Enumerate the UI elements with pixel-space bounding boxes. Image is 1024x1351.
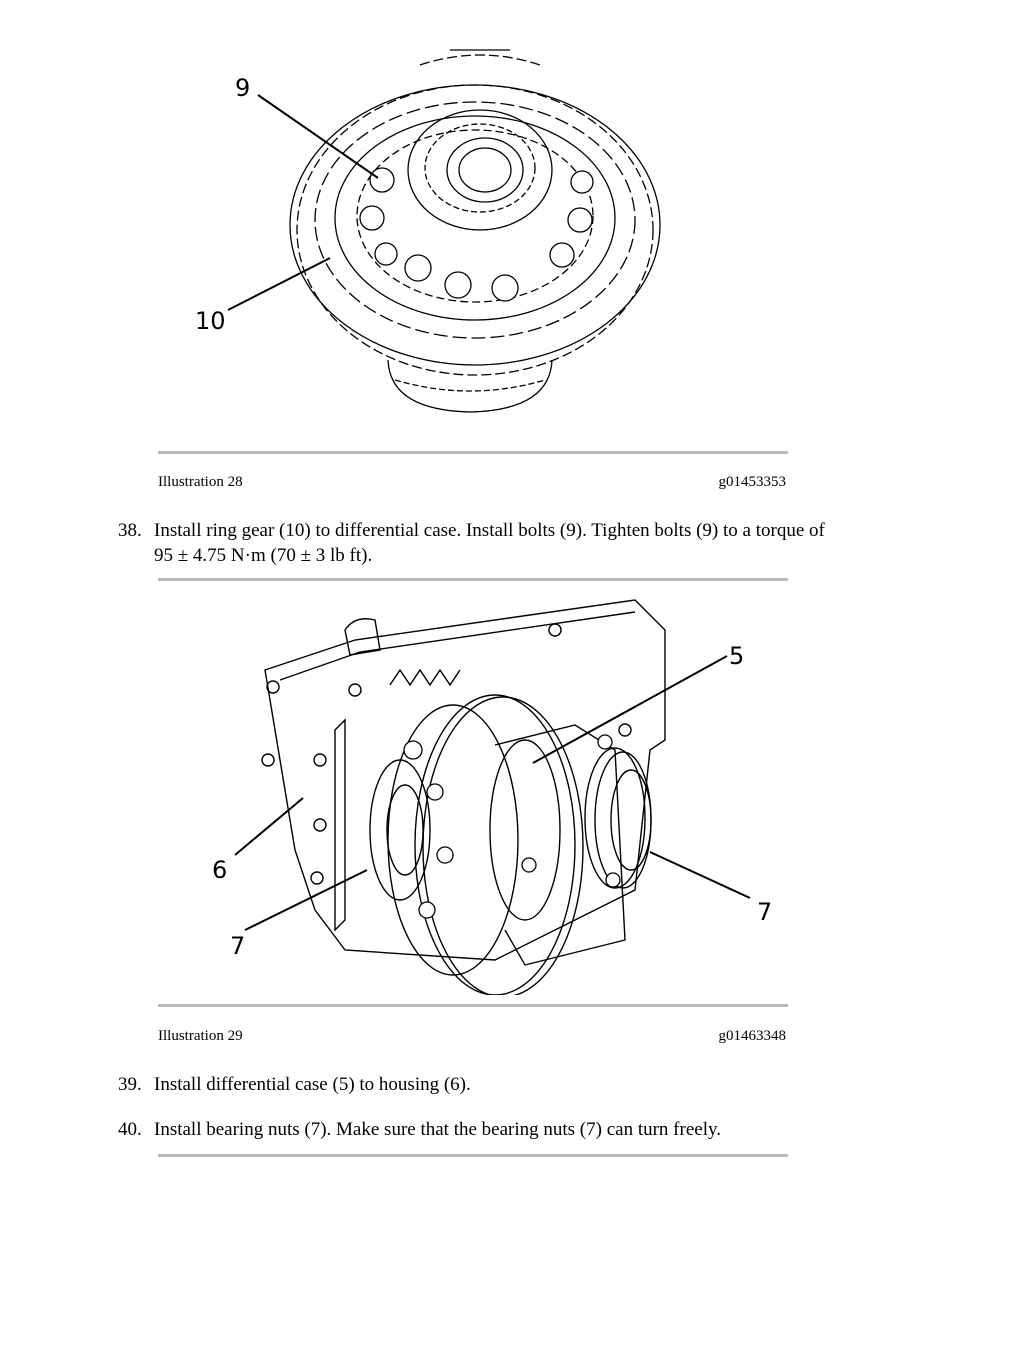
step-39: 39. Install differential case (5) to hous… xyxy=(118,1072,918,1097)
step-40: 40. Install bearing nuts (7). Make sure t… xyxy=(118,1117,918,1142)
figure2-top-rule xyxy=(158,578,788,581)
callout-6: 6 xyxy=(212,856,227,884)
ring-gear-illustration: 9 10 xyxy=(195,49,661,413)
callout-5: 5 xyxy=(729,642,744,670)
step-text-line2: 95 ± 4.75 N·m (70 ± 3 lb ft). xyxy=(154,545,373,566)
step-text: Install bearing nuts (7). Make sure that… xyxy=(154,1119,721,1140)
step-number: 40. xyxy=(118,1119,142,1140)
step-text: Install differential case (5) to housing… xyxy=(154,1074,471,1095)
callout-7-left: 7 xyxy=(230,932,245,960)
figure1-bottom-rule xyxy=(158,451,788,454)
differential-assembly-illustration: 5 6 7 7 xyxy=(212,599,772,995)
step-38: 38. Install ring gear (10) to differentia… xyxy=(118,518,918,568)
step-text-line1: Install ring gear (10) to differential c… xyxy=(154,520,825,541)
callout-9: 9 xyxy=(235,74,250,102)
section-end-rule xyxy=(158,1154,788,1157)
callout-7-right: 7 xyxy=(757,898,772,926)
step-number: 39. xyxy=(118,1074,142,1095)
callout-10: 10 xyxy=(195,307,226,335)
figure2-caption-left: Illustration 29 xyxy=(158,1028,243,1044)
step-number: 38. xyxy=(118,520,142,541)
figure2-caption-right: g01463348 xyxy=(718,1028,787,1044)
figure1-caption-left: Illustration 28 xyxy=(158,474,243,490)
figure1-caption-right: g01453353 xyxy=(718,474,787,490)
figure2-bottom-rule xyxy=(158,1004,788,1007)
